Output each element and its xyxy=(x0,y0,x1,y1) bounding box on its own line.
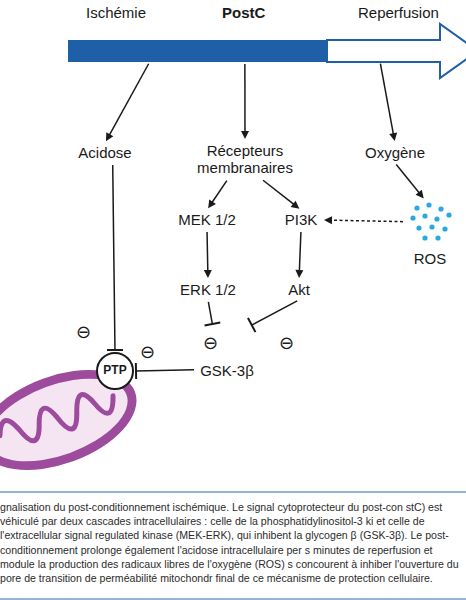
node-text: Reperfusion xyxy=(358,4,439,21)
hollow-arrow-outline xyxy=(327,24,466,78)
connector-line xyxy=(212,181,227,203)
ros-dot xyxy=(416,225,421,230)
node-text: ROS xyxy=(405,250,455,267)
kinase-node: PI3K xyxy=(280,210,322,230)
inhibition-sign: ⊖ xyxy=(140,343,155,361)
postc-band: PostC xyxy=(222,4,326,62)
acidose-node: Acidose xyxy=(70,143,140,163)
inhibition-sign: ⊖ xyxy=(279,334,294,352)
mitochondrion-cristae xyxy=(0,383,119,453)
receptor-node: Récepteurs membranaires xyxy=(190,141,300,179)
node-text: GSK-3β xyxy=(196,362,258,379)
reperfusion-arrow: Reperfusion xyxy=(326,4,466,78)
inhibition-bar xyxy=(107,349,123,351)
caption-rule xyxy=(0,599,466,600)
ptp-circle: PTP xyxy=(96,352,134,390)
activation-arrow xyxy=(208,181,227,209)
inhibition-bar xyxy=(248,318,255,332)
inhibition-connector xyxy=(205,302,221,325)
connector-line xyxy=(299,232,301,271)
activation-arrow xyxy=(106,64,149,141)
arrow-head xyxy=(295,270,303,278)
ros-dot xyxy=(429,224,434,229)
ros-dot xyxy=(422,213,427,218)
arrow-head xyxy=(324,216,332,224)
inhibition-connector xyxy=(136,363,194,379)
arrow-head xyxy=(208,199,216,208)
inhibition-connector xyxy=(248,301,297,332)
ros-dot xyxy=(446,212,451,217)
connector-line xyxy=(136,370,194,371)
node-text: Akt xyxy=(284,281,314,298)
node-text: MEK 1/2 xyxy=(178,211,236,228)
activation-arrow xyxy=(396,165,423,199)
caption-rule xyxy=(0,492,466,493)
ros-dot xyxy=(414,205,419,210)
mitochondrion-outer xyxy=(0,351,150,490)
time-bar xyxy=(222,40,326,62)
node-text: PI3K xyxy=(280,211,322,228)
ros-dot xyxy=(435,235,440,240)
connector-line xyxy=(206,232,208,271)
node-text: Oxygène xyxy=(360,144,430,161)
activation-arrow xyxy=(380,64,397,141)
ros-node: ROS xyxy=(405,200,455,270)
node-text: PostC xyxy=(222,4,265,21)
ros-dot xyxy=(426,202,431,207)
connector-line xyxy=(331,220,403,221)
inhibition-sign: ⊖ xyxy=(203,334,218,352)
activation-arrow xyxy=(263,180,299,209)
arrow-head xyxy=(204,270,212,278)
connector-line xyxy=(396,165,419,193)
connector-line xyxy=(252,301,298,325)
connector-line xyxy=(380,64,393,134)
connector-line xyxy=(208,302,212,324)
node-text: Ischémie xyxy=(86,4,146,21)
node-text: ERK 1/2 xyxy=(180,281,236,298)
arrow-head xyxy=(106,132,113,141)
activation-arrow xyxy=(324,216,403,224)
connector-line xyxy=(263,180,294,204)
ros-dot xyxy=(438,206,443,211)
connector-line xyxy=(113,165,115,350)
arrow-head xyxy=(389,132,397,141)
connector-line xyxy=(244,64,246,132)
figure-caption: gnalisation du post-conditionnement isch… xyxy=(0,500,462,585)
activation-arrow xyxy=(241,64,249,139)
ros-dots xyxy=(405,200,455,244)
node-text: PTP xyxy=(98,362,132,379)
ros-dot xyxy=(410,215,415,220)
ros-dot xyxy=(422,235,427,240)
activation-arrow xyxy=(204,232,212,278)
time-bar xyxy=(68,40,222,62)
arrow-head xyxy=(291,201,300,209)
node-text: Récepteurs membranaires xyxy=(190,142,300,176)
inhibition-sign: ⊖ xyxy=(76,323,91,341)
inhibition-connector xyxy=(107,165,123,350)
arrow-head xyxy=(241,131,249,139)
ros-dot xyxy=(434,216,439,221)
connector-line xyxy=(109,64,148,135)
inhibition-bar xyxy=(205,323,221,326)
kinase-node: ERK 1/2 xyxy=(180,280,236,300)
node-text: Acidose xyxy=(70,144,140,161)
ischemia-band: Ischémie xyxy=(68,4,222,62)
oxygen-node: Oxygène xyxy=(360,143,430,163)
arrow-head xyxy=(416,190,424,199)
ros-dot xyxy=(442,226,447,231)
kinase-node: Akt xyxy=(284,280,314,300)
activation-arrow xyxy=(295,232,303,278)
inhibition-bar xyxy=(135,363,137,379)
kinase-node: MEK 1/2 xyxy=(178,210,236,230)
